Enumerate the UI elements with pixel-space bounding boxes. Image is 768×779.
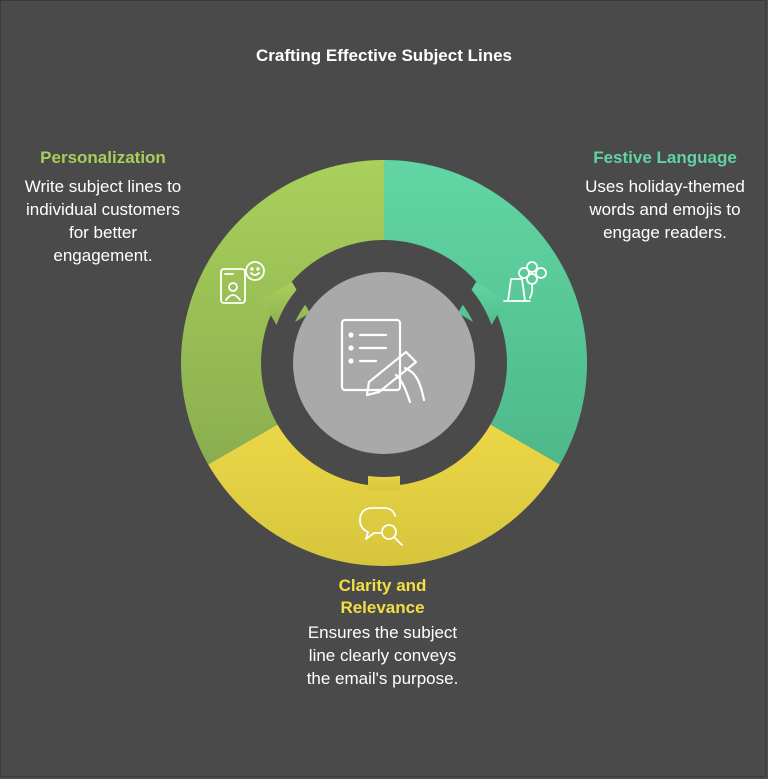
clarity-heading: Clarity and Relevance <box>338 576 427 617</box>
document-pen-icon <box>340 318 426 404</box>
inner-ring-mask <box>270 249 498 477</box>
festive-description: Uses holiday-themed words and emojis to … <box>585 177 745 242</box>
clover-hat-icon <box>503 261 547 302</box>
chat-person-icon <box>220 261 265 304</box>
festive-block: Festive Language Uses holiday-themed wor… <box>580 147 750 244</box>
festive-heading: Festive Language <box>593 148 737 167</box>
personalization-heading: Personalization <box>40 148 166 167</box>
segment-clarity <box>208 418 560 566</box>
clarity-block: Clarity and Relevance Ensures the subjec… <box>300 575 465 690</box>
personalization-description: Write subject lines to individual custom… <box>24 177 182 265</box>
diagram-title: Crafting Effective Subject Lines <box>256 46 512 65</box>
center-hub <box>293 272 475 454</box>
clarity-description: Ensures the subject line clearly conveys… <box>306 623 459 688</box>
personalization-block: Personalization Write subject lines to i… <box>18 147 188 267</box>
speech-search-icon <box>359 507 403 546</box>
